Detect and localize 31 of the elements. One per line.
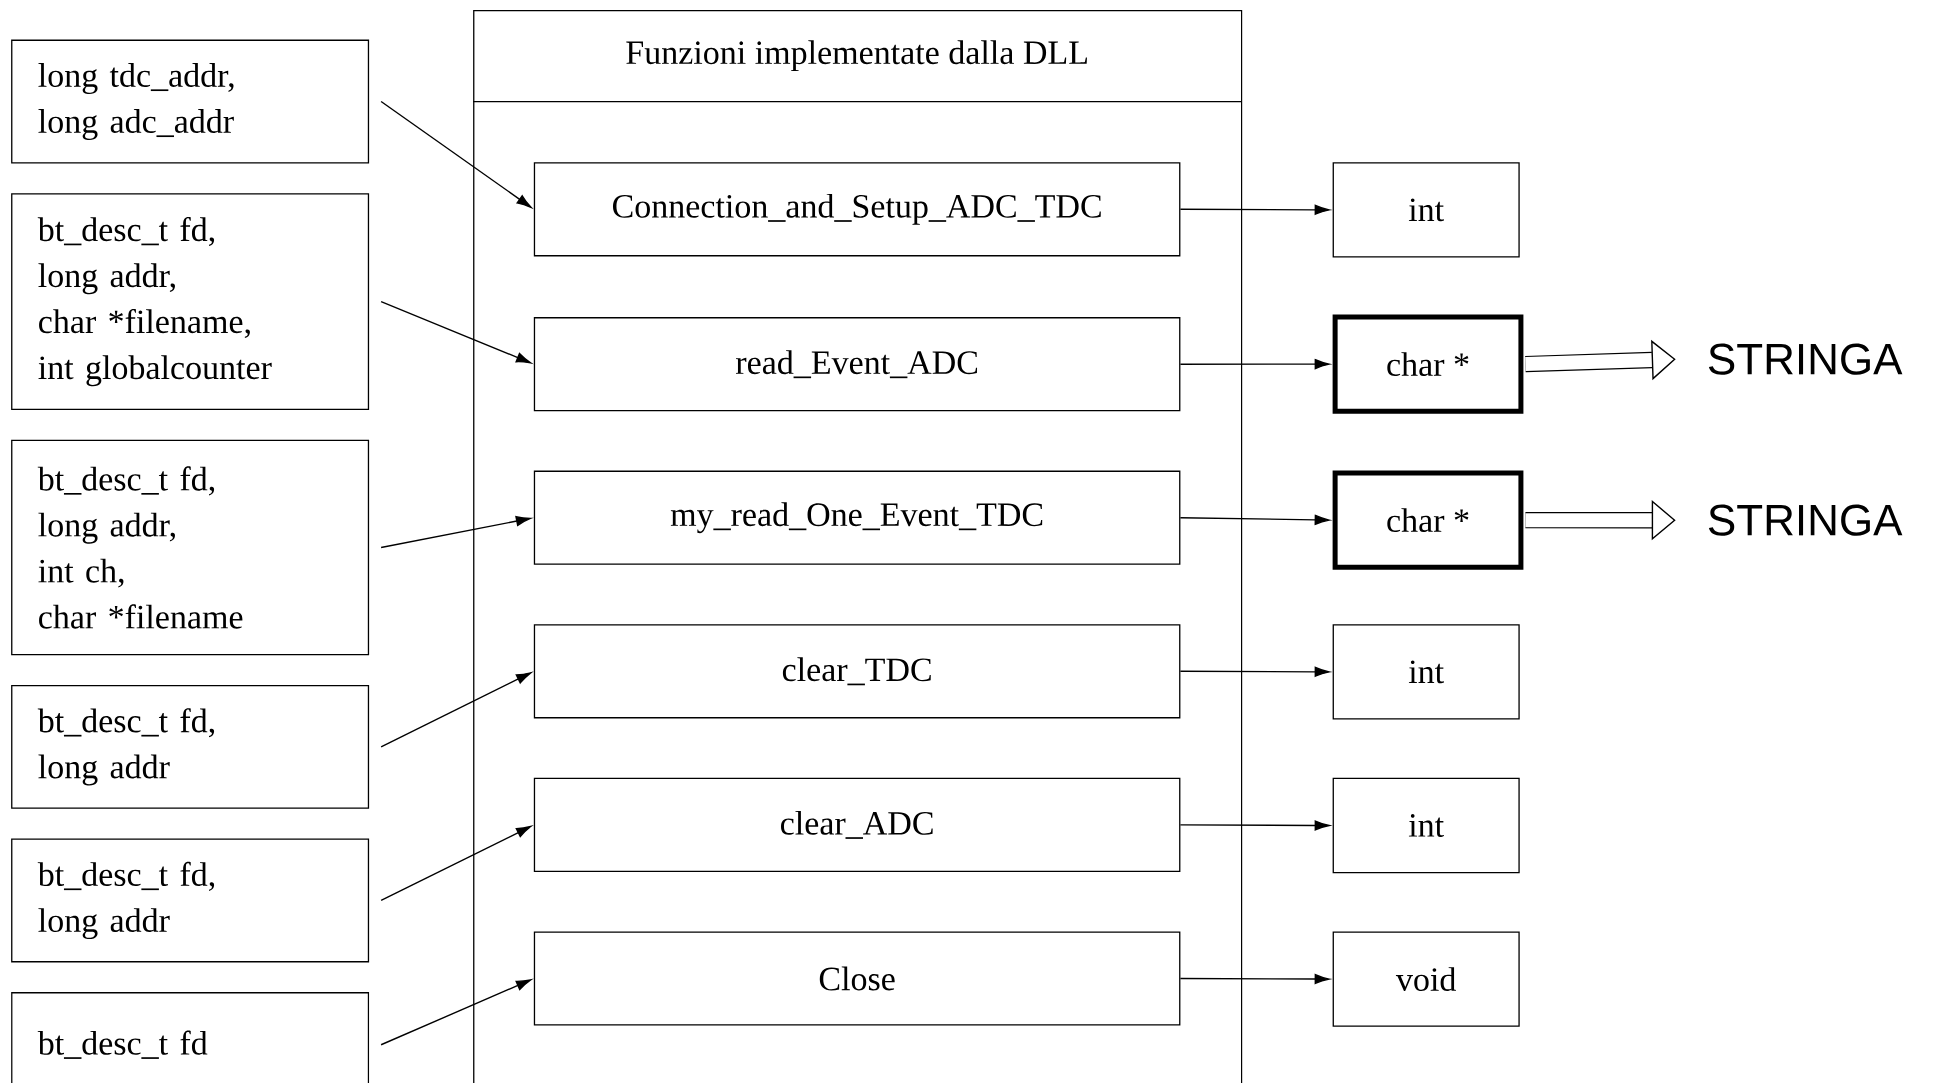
return-type-box: int [1332,777,1520,874]
function-box: clear_TDC [533,624,1181,719]
parameter-box: bt_desc_t fd [11,992,370,1083]
arrow [380,516,532,549]
arrow [380,300,532,364]
return-type-box: int [1332,162,1520,258]
function-box: read_Event_ADC [533,317,1181,412]
arrow [380,979,532,1046]
function-box: clear_ADC [533,777,1181,872]
return-type-box: char * [1332,470,1524,570]
function-box: Close [533,931,1181,1026]
parameter-box: bt_desc_t fd, long addr, char *filename, int globalcounter [11,193,370,410]
result-label: STRINGA [1708,504,1903,536]
arrow [1179,204,1330,215]
arrow [380,672,532,748]
arrow [380,100,532,208]
arrow [1179,666,1330,677]
return-type-box: void [1332,931,1520,1027]
function-box: Connection_and_Setup_ADC_TDC [533,162,1181,257]
parameter-box: long tdc_addr, long adc_addr [11,39,370,164]
arrow [1179,359,1330,370]
return-type-box: char * [1332,314,1524,414]
parameter-box: bt_desc_t fd, long addr, int ch, char *filename [11,439,370,656]
arrow [380,825,532,902]
parameter-box: bt_desc_t fd, long addr [11,684,370,809]
arrow [1179,514,1330,525]
arrow [1179,973,1330,985]
result-label: STRINGA [1708,343,1903,375]
return-type-box: int [1332,624,1520,720]
function-box: my_read_One_Event_TDC [533,470,1181,565]
parameter-box: bt_desc_t fd, long addr [11,838,370,963]
